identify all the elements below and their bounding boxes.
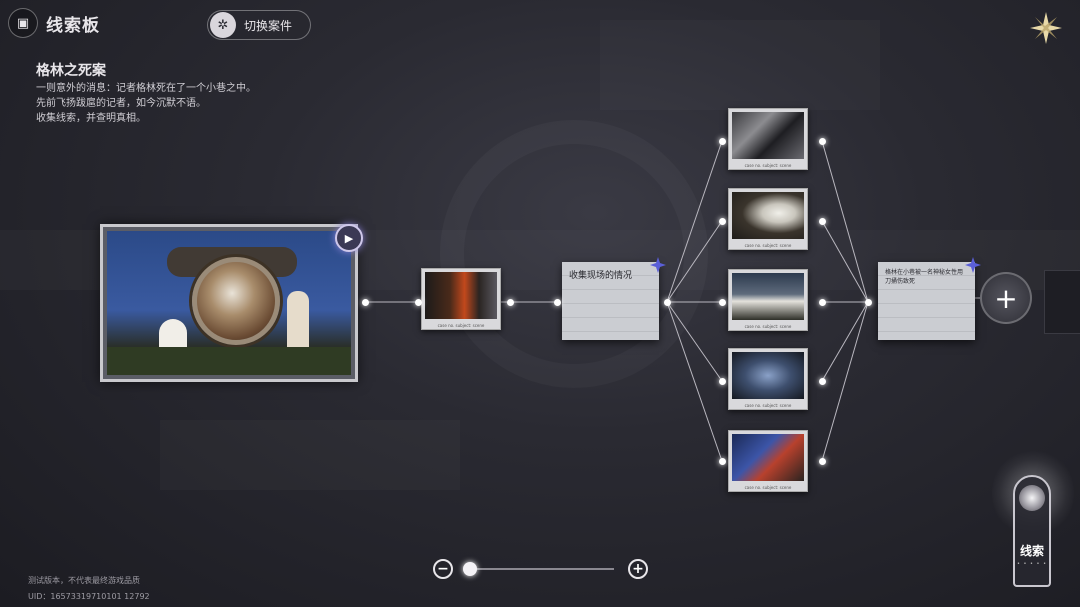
clue-photo[interactable]: case no. subject: scene xyxy=(728,348,808,410)
user-uid: UID：16573319710101 12792 xyxy=(28,592,150,601)
scene-note-text: 收集现场的情况 xyxy=(569,271,633,281)
board-title: 线索板 xyxy=(46,15,100,36)
photo-caption: case no. subject: scene xyxy=(744,163,792,168)
connection-dot xyxy=(718,137,726,145)
clue-photo-image xyxy=(732,112,804,159)
case-description-line: 一则意外的消息：记者格林死在了一个小巷之中。 xyxy=(36,83,256,94)
case-description: 一则意外的消息：记者格林死在了一个小巷之中。 先前飞扬跋扈的记者，如今沉默不语。… xyxy=(36,81,256,126)
board-icon[interactable]: ▣ xyxy=(8,8,38,38)
board-header: ▣ 线索板 xyxy=(8,8,100,38)
camera-lens xyxy=(192,257,280,345)
connection-dot xyxy=(864,298,872,306)
zoom-slider-handle[interactable] xyxy=(463,562,477,576)
connection-dot xyxy=(818,457,826,465)
connection-dot xyxy=(718,217,726,225)
case-main-card[interactable] xyxy=(100,224,358,382)
case-title: 格林之死案 xyxy=(36,63,106,79)
clue-photo[interactable]: case no. subject: scene xyxy=(421,268,501,330)
case-description-line: 先前飞扬跋扈的记者，如今沉默不语。 xyxy=(36,98,206,109)
case-description-line: 收集线索，并查明真相。 xyxy=(36,113,146,124)
case-emblem-icon: ✲ xyxy=(210,12,236,38)
add-clue-button[interactable]: + xyxy=(980,272,1032,324)
clue-button-label: 线索 xyxy=(1019,544,1044,558)
clue-photo-image xyxy=(732,352,804,399)
clue-photo[interactable]: case no. subject: scene xyxy=(728,188,808,250)
new-badge-star-icon xyxy=(965,257,981,273)
connection-dot xyxy=(361,298,369,306)
connection-dot xyxy=(718,457,726,465)
clue-photo-image xyxy=(732,192,804,239)
offscreen-card[interactable] xyxy=(1044,270,1080,334)
clue-photo-image xyxy=(425,272,497,319)
connection-dot xyxy=(718,377,726,385)
scene-note[interactable]: 收集现场的情况 xyxy=(562,262,659,340)
clue-disc-icon xyxy=(1019,485,1045,511)
connection-dot xyxy=(553,298,561,306)
conclusion-note-text: 格林在小巷被一名神秘女性用刀捅伤致死 xyxy=(885,269,964,285)
clue-photo[interactable]: case no. subject: scene xyxy=(728,430,808,492)
connection-dot xyxy=(414,298,422,306)
clue-photo[interactable]: case no. subject: scene xyxy=(728,108,808,170)
clue-photo[interactable]: case no. subject: scene xyxy=(728,269,808,331)
compass-star-icon[interactable] xyxy=(1028,10,1064,46)
connection-dot xyxy=(818,137,826,145)
build-footer: 测试版本，不代表最终游戏品质 UID：16573319710101 12792 xyxy=(28,573,150,605)
zoom-in-button[interactable]: + xyxy=(628,559,648,579)
conclusion-note[interactable]: 格林在小巷被一名神秘女性用刀捅伤致死 xyxy=(878,262,975,340)
build-disclaimer: 测试版本，不代表最终游戏品质 xyxy=(28,576,140,585)
clue-button-dots: • • • • • xyxy=(1016,561,1048,567)
zoom-slider-track[interactable] xyxy=(470,568,614,570)
zoom-out-button[interactable]: − xyxy=(433,559,453,579)
scene-ground xyxy=(107,347,351,375)
connection-dot xyxy=(818,377,826,385)
new-badge-star-icon xyxy=(650,257,666,273)
photo-caption: case no. subject: scene xyxy=(744,243,792,248)
connection-dot xyxy=(663,298,671,306)
connection-dot xyxy=(506,298,514,306)
clue-photo-image xyxy=(732,434,804,481)
film-camera-icon[interactable]: ▶ xyxy=(335,224,363,252)
clue-photo-image xyxy=(732,273,804,320)
figure-silhouette xyxy=(287,291,309,361)
connection-dot xyxy=(718,298,726,306)
connection-dot xyxy=(818,298,826,306)
switch-case-label: 切换案件 xyxy=(244,18,293,33)
connection-dot xyxy=(818,217,826,225)
photo-caption: case no. subject: scene xyxy=(744,485,792,490)
case-diorama-image xyxy=(107,231,351,375)
clue-button[interactable]: 线索 • • • • • xyxy=(1013,475,1051,587)
photo-caption: case no. subject: scene xyxy=(744,403,792,408)
photo-caption: case no. subject: scene xyxy=(437,323,485,328)
photo-caption: case no. subject: scene xyxy=(744,324,792,329)
switch-case-button[interactable]: ✲ 切换案件 xyxy=(207,10,311,40)
